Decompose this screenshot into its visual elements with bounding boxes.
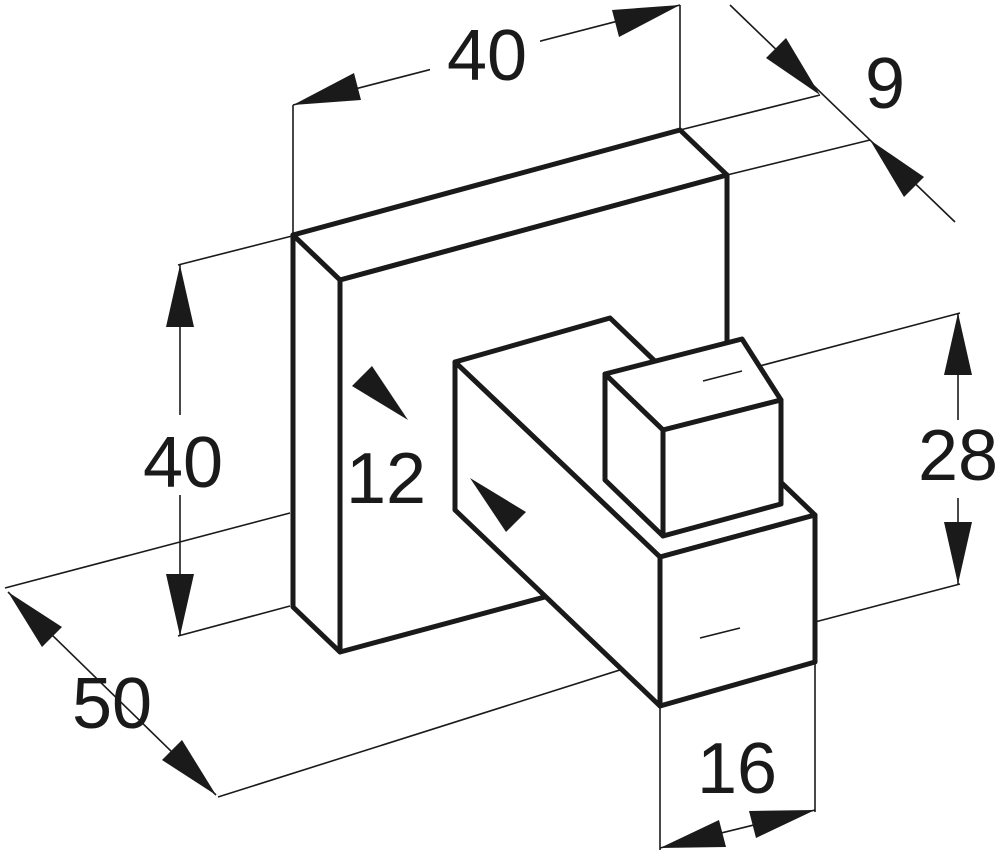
dimension-labels: 40 9 40 28 12 50 16 <box>72 16 1000 809</box>
dim-label-arm-width: 16 <box>697 729 777 809</box>
dim-label-depth: 9 <box>865 44 905 124</box>
ext-line-knob-top <box>702 370 743 382</box>
ext-line-left-top <box>177 235 293 266</box>
label-mask-left <box>135 415 230 495</box>
arrowhead-projection-a <box>8 592 62 647</box>
ext-line-depth-a <box>679 94 821 131</box>
hook-arm-end-face <box>657 512 818 709</box>
arrowhead-width-top-left <box>293 73 361 105</box>
arrowhead-offset-a <box>352 366 408 420</box>
hook-knob-front-face <box>660 397 784 539</box>
dim-label-height-right: 28 <box>918 416 998 496</box>
label-mask-top <box>430 20 540 90</box>
arrowhead-height-left-top <box>166 265 194 327</box>
dim-label-height-left: 40 <box>143 423 223 503</box>
arrowhead-arm-right <box>749 810 815 838</box>
ext-line-left-bottom <box>177 605 291 637</box>
hook-knob <box>602 336 784 539</box>
arrowhead-width-top-right <box>612 5 680 37</box>
arrowheads <box>8 5 972 848</box>
arrowhead-height-right-top <box>944 313 972 375</box>
dim-line-depth <box>729 4 956 223</box>
base-plate-side-face <box>290 232 343 655</box>
arrowhead-height-right-bottom <box>944 522 972 584</box>
ext-line-proj-back <box>4 512 291 589</box>
ext-line-arm-face <box>699 627 741 639</box>
arrowhead-depth-a <box>766 38 820 95</box>
dim-label-projection: 50 <box>72 664 152 744</box>
label-mask-right <box>915 420 1000 498</box>
arrowhead-projection-b <box>162 740 216 795</box>
dim-label-offset: 12 <box>346 439 426 519</box>
overlay-lines <box>699 370 743 639</box>
arrowhead-arm-left <box>660 820 726 848</box>
dim-label-width-top: 40 <box>447 16 527 96</box>
arrowhead-depth-b <box>870 140 924 197</box>
ext-line-right-bottom <box>814 583 961 623</box>
ext-line-depth-b <box>726 139 871 176</box>
arrowhead-height-left-bottom <box>166 574 194 636</box>
arrowhead-offset-b <box>470 478 526 532</box>
